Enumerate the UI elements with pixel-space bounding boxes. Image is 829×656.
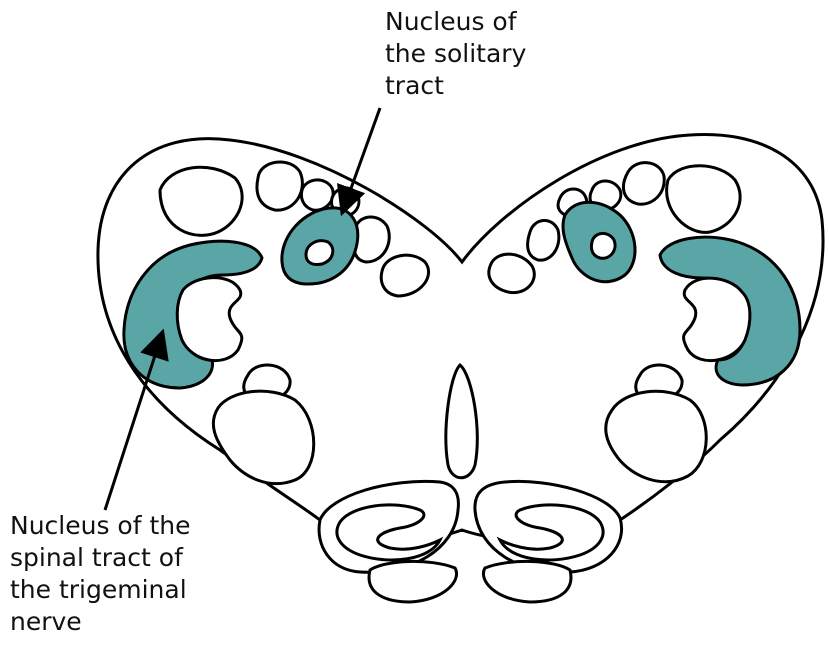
solitary-label-line-1: Nucleus of xyxy=(385,6,526,38)
trigeminal-label-line-3: the trigeminal xyxy=(10,574,191,606)
solitary-label-line-2: the solitary xyxy=(385,38,526,70)
solitary-label-line-3: tract xyxy=(385,70,526,102)
trigeminal-label-line-4: nerve xyxy=(10,606,191,638)
solitary-tract-label: Nucleus of the solitary tract xyxy=(385,6,526,102)
trigeminal-label-line-2: spinal tract of xyxy=(10,542,191,574)
trigeminal-label: Nucleus of the spinal tract of the trige… xyxy=(10,510,191,638)
trigeminal-label-line-1: Nucleus of the xyxy=(10,510,191,542)
